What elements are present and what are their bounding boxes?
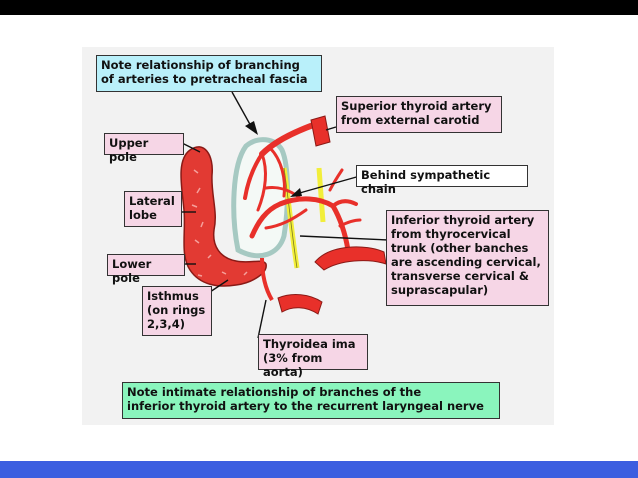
upper-pole-label: Upper pole	[104, 133, 184, 164]
aorta-segment	[277, 294, 323, 315]
arrow-head-sympathetic	[290, 188, 302, 197]
bottom-bar	[0, 461, 638, 478]
lateral-lobe-label: Lateral lobe	[124, 191, 182, 227]
subclavian-artery	[314, 246, 387, 271]
external-carotid-stub	[310, 115, 331, 147]
recurrent-laryngeal-nerve-outline	[283, 167, 298, 269]
thyroid-gland	[180, 146, 267, 287]
superior-thyroid-artery-label: Superior thyroid artery from external ca…	[336, 96, 502, 133]
recurrent-laryngeal-nerve-note: Note intimate relationship of branches o…	[122, 382, 500, 419]
thyroidea-ima-label: Thyroidea ima (3% from aorta)	[258, 334, 368, 379]
sympathetic-chain	[316, 167, 326, 223]
pretracheal-fascia-note: Note relationship of branching of arteri…	[96, 55, 322, 92]
arrow-head-fascia	[245, 121, 258, 135]
behind-sympathetic-chain-label: Behind sympathetic chain	[356, 165, 528, 196]
top-bar	[0, 0, 638, 15]
thyroid-texture	[191, 169, 248, 277]
isthmus-label: Isthmus (on rings 2,3,4)	[142, 286, 212, 336]
thyroidea-ima-artery	[260, 257, 274, 302]
pointer-lines	[181, 91, 390, 339]
inferior-thyroid-artery-label: Inferior thyroid artery from thyrocervic…	[386, 210, 549, 306]
lower-pole-label: Lower pole	[107, 254, 185, 285]
